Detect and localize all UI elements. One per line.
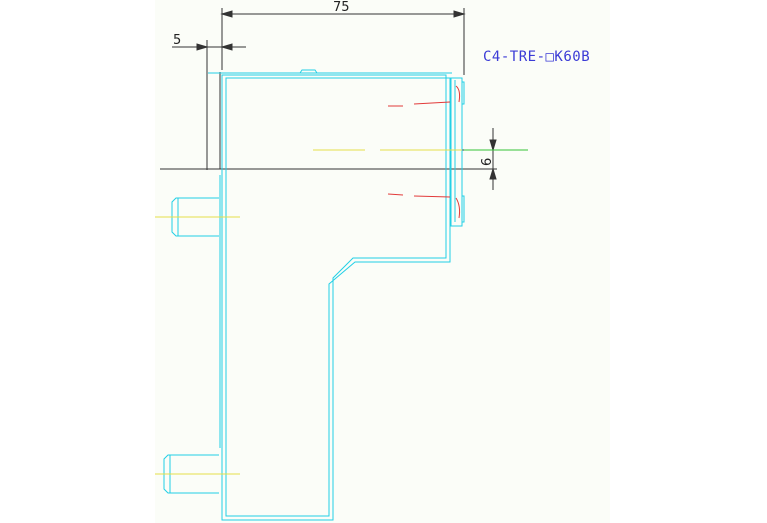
arrowhead-6-bottom xyxy=(489,167,497,180)
dimension-wall-offset xyxy=(172,40,246,170)
flange-tab-top xyxy=(462,81,465,105)
arrowhead-left xyxy=(220,10,233,18)
arrowhead-5-left xyxy=(196,43,209,51)
hidden-dash-4 xyxy=(413,195,451,198)
arrowhead-5-right xyxy=(220,43,233,51)
dimension-text-6: 6 xyxy=(480,158,495,166)
arrowhead-right xyxy=(453,10,466,18)
bracket-inner-outline xyxy=(225,77,451,517)
arrowhead-6-top xyxy=(489,139,497,152)
hidden-lines xyxy=(387,85,461,219)
hidden-arc-bottom xyxy=(455,197,461,219)
hidden-dash-3 xyxy=(387,193,404,196)
hidden-arc-top xyxy=(455,85,461,103)
dimension-overall-width xyxy=(220,8,466,75)
centerlines xyxy=(155,149,528,475)
flange-tab-bottom xyxy=(462,195,465,223)
bracket-outer-outline xyxy=(221,74,447,521)
part-label: C4-TRE-□K60B xyxy=(483,49,590,65)
hidden-dash-2 xyxy=(413,101,451,105)
dimension-text-5: 5 xyxy=(173,33,181,48)
dimension-text-75: 75 xyxy=(333,0,350,15)
bracket-body xyxy=(163,69,465,521)
right-flange-plate xyxy=(450,77,463,227)
top-notch xyxy=(299,69,318,74)
